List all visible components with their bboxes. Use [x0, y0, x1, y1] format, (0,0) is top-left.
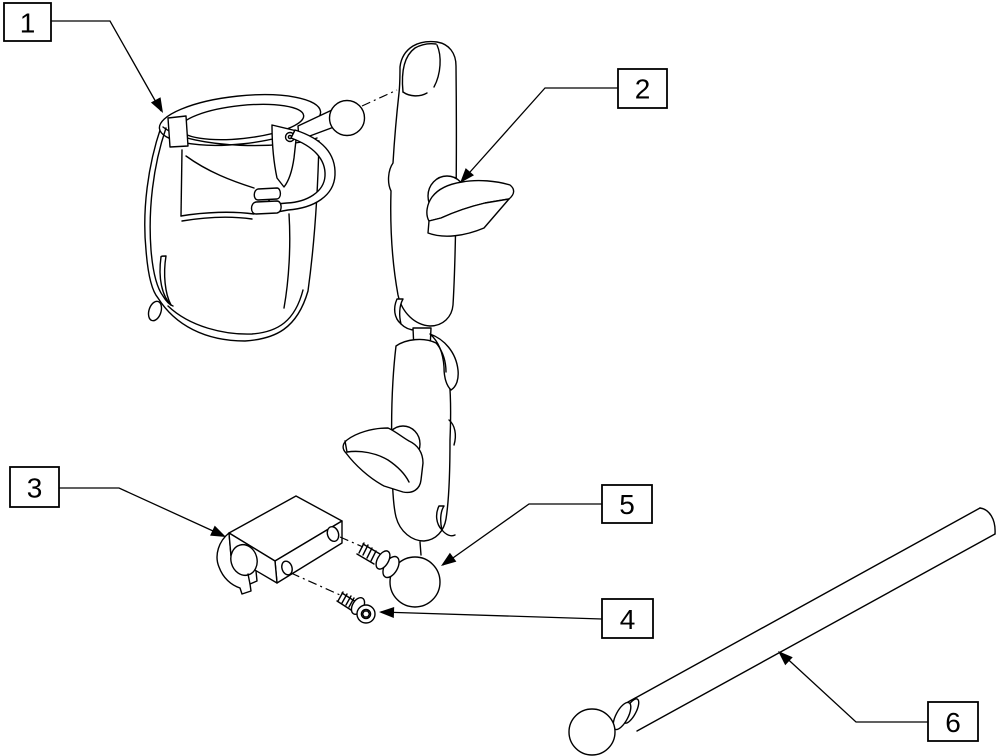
- cup-ball-axis-line: [361, 89, 398, 107]
- part-mounting-ball: [356, 542, 441, 608]
- lower-knob-wing-tip-face: [344, 440, 348, 453]
- callout-4-arrowhead: [379, 607, 395, 619]
- callout-6: 6: [778, 651, 979, 742]
- cup-inner-left-lens-b: [160, 255, 172, 306]
- callout-6-number: 6: [945, 707, 961, 738]
- upper-arm-body: [387, 40, 458, 327]
- callout-3-arrowhead: [210, 525, 226, 537]
- lower-knob-wing: [342, 427, 424, 494]
- part-cup-holder: [144, 89, 398, 342]
- cup-rim-notch: [167, 115, 189, 148]
- part-set-screw: [336, 591, 376, 624]
- lower-arm-flange-inner: [436, 343, 447, 373]
- callout-4: 4: [379, 598, 654, 639]
- part-lower-arm: [342, 327, 459, 556]
- lower-arm-bottom-socket-curl: [441, 529, 456, 537]
- rod-tip-cap: [979, 507, 996, 535]
- callout-5-number: 5: [619, 489, 635, 520]
- screw-head-face: [356, 604, 376, 624]
- callout-5: 5: [441, 484, 653, 566]
- callout-3-box: [9, 466, 60, 508]
- callout-1-arrowhead: [150, 97, 163, 113]
- clamp-screw-axis: [290, 572, 341, 596]
- cup-inner-left-lens-a: [159, 256, 172, 306]
- callout-4-box: [601, 598, 654, 639]
- clamp-stud-axis: [339, 536, 364, 548]
- cup-window-top-edge-inner: [181, 216, 253, 222]
- lower-arm-ball-axis: [419, 541, 422, 556]
- rod-bottom-edge: [636, 533, 996, 732]
- callout-6-leader: [779, 651, 928, 723]
- rod-ball: [568, 708, 616, 756]
- callout-3-number: 3: [27, 473, 43, 504]
- screw-thread-top: [341, 592, 357, 603]
- callout-2-leader: [461, 87, 618, 182]
- callout-1-box: [3, 2, 52, 42]
- clamp-slot-edge: [247, 573, 251, 585]
- callout-1-leader: [50, 20, 162, 112]
- lower-arm-top-flange: [429, 333, 459, 391]
- cup-bracket-plate: [271, 124, 298, 188]
- cup-strap-clasp-bottom: [250, 200, 282, 215]
- cup-front-wall-right-edge: [283, 213, 291, 309]
- cup-bottom-inner-arc: [167, 289, 304, 335]
- rod-top-edge: [627, 507, 981, 703]
- callout-5-box: [601, 484, 653, 524]
- stud-thread-bottom: [356, 553, 375, 565]
- screw-socket: [360, 608, 372, 620]
- cup-strap-clasp-top: [253, 187, 282, 201]
- callout-5-arrowhead: [441, 552, 457, 566]
- callouts: 1 2 3 4 5 6: [3, 2, 979, 742]
- upper-arm-socket-mouth: [433, 44, 441, 88]
- callout-6-box: [927, 701, 979, 742]
- callout-3-leader: [59, 487, 225, 537]
- ball-sphere: [389, 556, 441, 608]
- upper-knob-wing-front: [427, 198, 510, 237]
- callout-2: 2: [460, 68, 668, 183]
- callout-2-box: [617, 68, 668, 109]
- callout-4-number: 4: [620, 604, 636, 635]
- callout-1-number: 1: [20, 8, 36, 39]
- ball-collar-inner: [375, 550, 391, 570]
- part-upper-arm: [387, 40, 515, 331]
- clamp-hole-lower: [281, 560, 293, 576]
- callout-4-leader: [380, 611, 603, 620]
- stud-thread-ridges: [358, 542, 377, 562]
- callout-6-arrowhead: [778, 651, 793, 666]
- upper-arm-bottom-socket: [393, 298, 404, 325]
- cup-ball: [328, 99, 366, 137]
- upper-arm-socket-lip: [402, 91, 428, 97]
- callout-2-number: 2: [635, 74, 651, 105]
- screw-thread-bottom: [336, 600, 352, 611]
- part-clamp-block: [216, 495, 364, 596]
- cup-inner-back-wall: [185, 155, 255, 189]
- callout-3: 3: [9, 466, 226, 537]
- cup-body: [144, 126, 320, 342]
- callout-2-arrowhead: [460, 168, 474, 183]
- cup-window-left-edge: [180, 149, 183, 217]
- screw-thread-ridges: [337, 591, 355, 608]
- lower-arm-right-bump: [448, 419, 457, 446]
- callout-5-leader: [442, 503, 602, 566]
- cup-left-wall-inner: [149, 127, 174, 307]
- clamp-hole-upper: [326, 525, 340, 543]
- upper-arm-socket-wall: [401, 42, 437, 93]
- lower-knob-wing-edge: [346, 450, 410, 483]
- callout-1: 1: [3, 2, 163, 113]
- cup-bottom-tab: [147, 300, 163, 322]
- part-mounting-rod: [568, 507, 996, 756]
- screw-socket-hex: [361, 610, 371, 618]
